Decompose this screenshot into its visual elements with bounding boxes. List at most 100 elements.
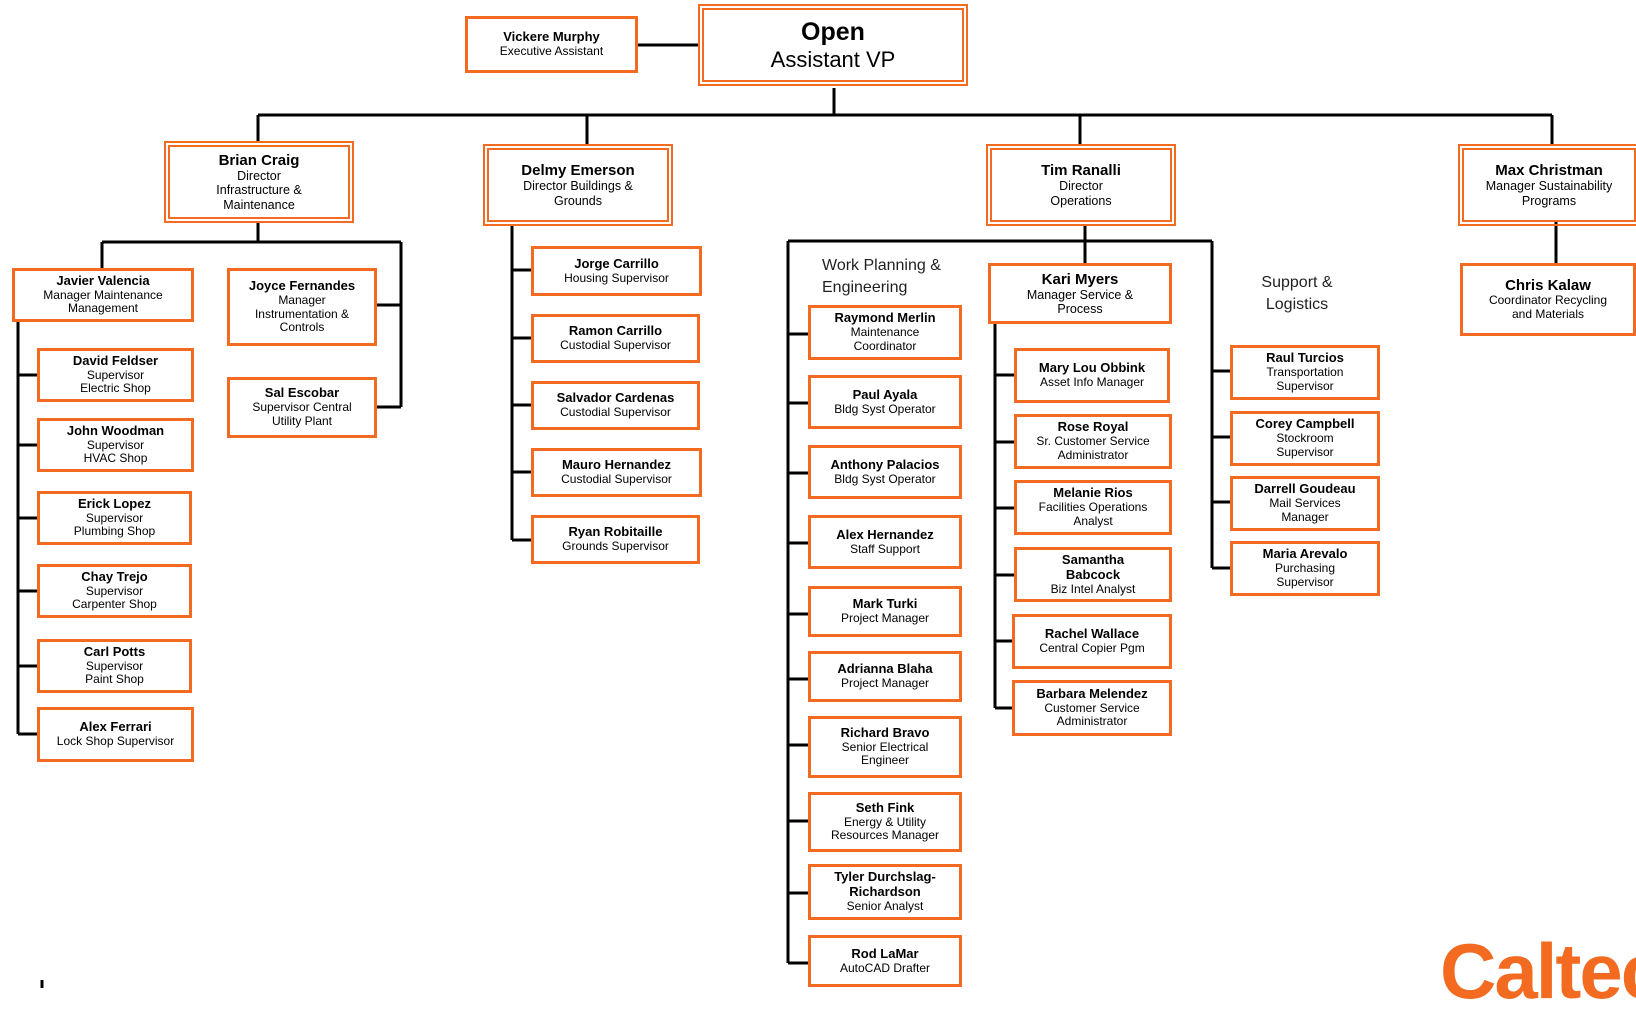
employee-title: Project Manager <box>840 611 930 626</box>
org-chart: Open Assistant VP Vickere Murphy Executi… <box>12 4 1636 1010</box>
employee-title: Custodial Supervisor <box>560 338 671 353</box>
employee-title: Staff Support <box>850 541 920 556</box>
executive-assistant-box: Vickere Murphy Executive Assistant <box>465 16 638 73</box>
employee-title: Lock Shop Supervisor <box>56 734 175 749</box>
employee-title: Custodial Supervisor <box>560 405 671 420</box>
assistant-vp-box: Open Assistant VP <box>698 4 968 86</box>
employee-title: Supervisor HVAC Shop <box>83 437 148 466</box>
employee-name: Chay Trejo <box>81 568 148 584</box>
staff-box: Rose Royal Sr. Customer Service Administ… <box>1014 414 1172 469</box>
employee-name: Raymond Merlin <box>834 310 936 326</box>
employee-title: Manager Instrumentation & Controls <box>254 292 350 335</box>
employee-name: Sal Escobar <box>264 385 340 401</box>
coordinator-box: Chris Kalaw Coordinator Recycling and Ma… <box>1460 263 1636 336</box>
shop-supervisor-box: David Feldser Supervisor Electric Shop <box>37 348 194 402</box>
employee-title: Director Infrastructure & Maintenance <box>216 169 302 212</box>
staff-box: Darrell Goudeau Mail Services Manager <box>1230 476 1380 531</box>
employee-name: Joyce Fernandes <box>248 277 356 293</box>
employee-name: Paul Ayala <box>852 386 918 402</box>
employee-name: Javier Valencia <box>56 272 150 288</box>
staff-box: Tyler Durchslag-Richardson Senior Analys… <box>808 864 962 920</box>
supervisor-box: Sal Escobar Supervisor Central Utility P… <box>227 377 377 438</box>
employee-title: Stockroom Supervisor <box>1276 431 1334 459</box>
employee-title: Purchasing Supervisor <box>1274 561 1336 589</box>
employee-name: Darrell Goudeau <box>1254 481 1356 497</box>
employee-name: Salvador Cardenas <box>556 390 675 406</box>
manager-box: Joyce Fernandes Manager Instrumentation … <box>227 268 377 346</box>
work-planning-label: Work Planning & Engineering <box>822 257 941 296</box>
employee-name: Delmy Emerson <box>521 162 635 179</box>
employee-title: Housing Supervisor <box>564 270 669 285</box>
employee-title: Manager Maintenance Management <box>43 287 163 316</box>
employee-name: Mauro Hernandez <box>561 457 672 473</box>
employee-name: Adrianna Blaha <box>837 661 933 677</box>
employee-name: Ramon Carrillo <box>568 323 663 339</box>
employee-name: Corey Campbell <box>1255 416 1355 432</box>
staff-box: Raymond Merlin Maintenance Coordinator <box>808 305 962 360</box>
employee-title: Manager Sustainability Programs <box>1485 179 1613 208</box>
staff-box: Alex Hernandez Staff Support <box>808 515 962 569</box>
employee-title: Director Operations <box>1050 179 1112 208</box>
manager-box: Javier Valencia Manager Maintenance Mana… <box>12 268 194 322</box>
manager-box: Kari Myers Manager Service & Process <box>988 263 1172 324</box>
employee-name: Carl Potts <box>83 643 146 659</box>
director-box: Tim Ranalli Director Operations <box>986 144 1176 226</box>
employee-name: Alex Hernandez <box>836 526 934 542</box>
supervisor-box: Salvador Cardenas Custodial Supervisor <box>531 381 700 430</box>
assistant-vp-name: Open <box>801 17 865 46</box>
shop-supervisor-box: Erick Lopez Supervisor Plumbing Shop <box>37 491 192 545</box>
employee-title: Sr. Customer Service Administrator <box>1036 434 1150 462</box>
staff-box: Melanie Rios Facilities Operations Analy… <box>1014 480 1172 535</box>
shop-supervisor-box: Carl Potts Supervisor Paint Shop <box>37 639 192 693</box>
employee-title: Senior Analyst <box>846 899 924 914</box>
employee-title: Facilities Operations Analyst <box>1038 500 1148 528</box>
staff-box: Rachel Wallace Central Copier Pgm <box>1012 614 1172 669</box>
employee-title: Maintenance Coordinator <box>850 325 920 353</box>
connector-lines <box>16 43 1558 988</box>
employee-name: Ryan Robitaille <box>568 524 663 540</box>
employee-title: Custodial Supervisor <box>561 472 672 487</box>
director-box: Max Christman Manager Sustainability Pro… <box>1458 144 1636 226</box>
employee-name: Vickere Murphy <box>503 29 600 45</box>
employee-title: Bldg Syst Operator <box>834 401 936 416</box>
employee-name: Brian Craig <box>218 151 300 169</box>
supervisor-box: Ramon Carrillo Custodial Supervisor <box>531 314 700 363</box>
employee-title: Supervisor Paint Shop <box>85 658 144 687</box>
employee-name: Chris Kalaw <box>1505 277 1591 295</box>
employee-name: Tim Ranalli <box>1041 162 1121 179</box>
employee-name: Rose Royal <box>1057 419 1129 435</box>
employee-name: Jorge Carrillo <box>574 255 659 271</box>
employee-name: Raul Turcios <box>1266 350 1344 366</box>
employee-name: Seth Fink <box>855 799 915 815</box>
employee-name: Maria Arevalo <box>1262 546 1348 562</box>
shop-supervisor-box: Chay Trejo Supervisor Carpenter Shop <box>37 564 192 618</box>
employee-title: Central Copier Pgm <box>1039 641 1145 656</box>
staff-box: Adrianna Blaha Project Manager <box>808 651 962 702</box>
employee-name: Erick Lopez <box>78 495 151 511</box>
employee-name: Alex Ferrari <box>79 719 152 735</box>
staff-box: Richard Bravo Senior Electrical Engineer <box>808 716 962 778</box>
employee-name: Melanie Rios <box>1053 485 1133 501</box>
staff-box: Mark Turki Project Manager <box>808 586 962 637</box>
employee-title: Supervisor Central Utility Plant <box>252 400 352 428</box>
employee-title: AutoCAD Drafter <box>839 960 931 975</box>
support-logistics-label: Support & Logistics <box>1261 274 1333 313</box>
employee-name: Max Christman <box>1495 162 1603 179</box>
employee-title: Asset Info Manager <box>1039 375 1145 390</box>
staff-box: Samantha Babcock Biz Intel Analyst <box>1014 547 1172 602</box>
staff-box: Corey Campbell Stockroom Supervisor <box>1230 411 1380 466</box>
employee-title: Grounds Supervisor <box>562 539 669 554</box>
employee-name: Barbara Melendez <box>1036 685 1148 701</box>
supervisor-box: Ryan Robitaille Grounds Supervisor <box>531 515 700 564</box>
employee-title: Supervisor Electric Shop <box>80 367 151 396</box>
employee-title: Mail Services Manager <box>1269 496 1341 524</box>
staff-box: Maria Arevalo Purchasing Supervisor <box>1230 541 1380 596</box>
director-box: Brian Craig Director Infrastructure & Ma… <box>164 141 354 223</box>
employee-name: Richard Bravo <box>840 724 930 740</box>
employee-title: Bldg Syst Operator <box>834 471 936 486</box>
director-box: Delmy Emerson Director Buildings & Groun… <box>483 144 673 226</box>
staff-box: Seth Fink Energy & Utility Resources Man… <box>808 792 962 852</box>
employee-title: Energy & Utility Resources Manager <box>830 814 940 843</box>
employee-title: Customer Service Administrator <box>1044 700 1140 729</box>
employee-name: John Woodman <box>66 422 165 438</box>
